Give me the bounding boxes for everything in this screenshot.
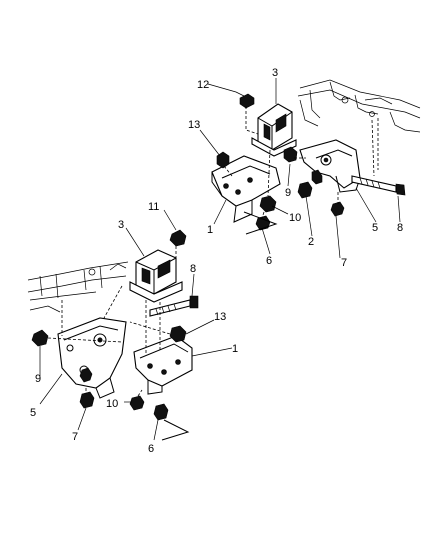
top-callout-3: 3 <box>272 67 278 79</box>
bottom-frame-bracket <box>57 317 127 399</box>
bottom-rubber-mount <box>129 249 183 303</box>
top-frame-outline <box>297 79 421 133</box>
bottom-callout-13: 13 <box>214 311 226 323</box>
top-callout-6: 6 <box>266 255 272 267</box>
top-callout-5: 5 <box>372 222 378 234</box>
bottom-callout-8: 8 <box>190 263 196 275</box>
bottom-mount-bracket <box>133 335 193 395</box>
bottom-callout-6: 6 <box>148 443 154 455</box>
bottom-callout-11: 11 <box>148 201 159 213</box>
bottom-assembly: 11 3 8 13 1 9 5 7 10 6 <box>27 201 238 455</box>
bottom-callout-9: 9 <box>35 373 41 385</box>
top-rubber-mount <box>251 103 297 157</box>
bottom-callout-7: 7 <box>72 431 78 443</box>
bottom-fasteners <box>31 229 187 421</box>
top-guide-lines <box>223 106 379 235</box>
top-fasteners <box>216 93 345 231</box>
top-long-bolt <box>351 175 406 196</box>
top-callout-8: 8 <box>397 222 403 234</box>
bottom-leader-lines <box>39 209 233 441</box>
bottom-callout-5: 5 <box>30 407 36 419</box>
top-frame-bracket <box>299 139 361 193</box>
bottom-callout-3: 3 <box>118 219 124 231</box>
top-callout-10: 10 <box>289 212 301 224</box>
top-callout-7: 7 <box>341 257 347 269</box>
top-callout-13: 13 <box>188 119 200 131</box>
bottom-guide-lines <box>47 246 190 441</box>
bottom-callout-10: 10 <box>106 398 118 410</box>
top-mount-bracket <box>211 155 281 223</box>
top-callout-2: 2 <box>308 236 314 248</box>
bottom-callout-1: 1 <box>232 343 238 355</box>
top-callout-12: 12 <box>197 79 209 91</box>
top-callout-9: 9 <box>285 187 291 199</box>
top-leader-lines <box>199 78 401 259</box>
bottom-frame-outline <box>27 261 129 313</box>
top-assembly: 12 3 13 9 1 10 6 2 7 5 8 <box>188 67 421 269</box>
top-callout-1: 1 <box>207 224 213 236</box>
